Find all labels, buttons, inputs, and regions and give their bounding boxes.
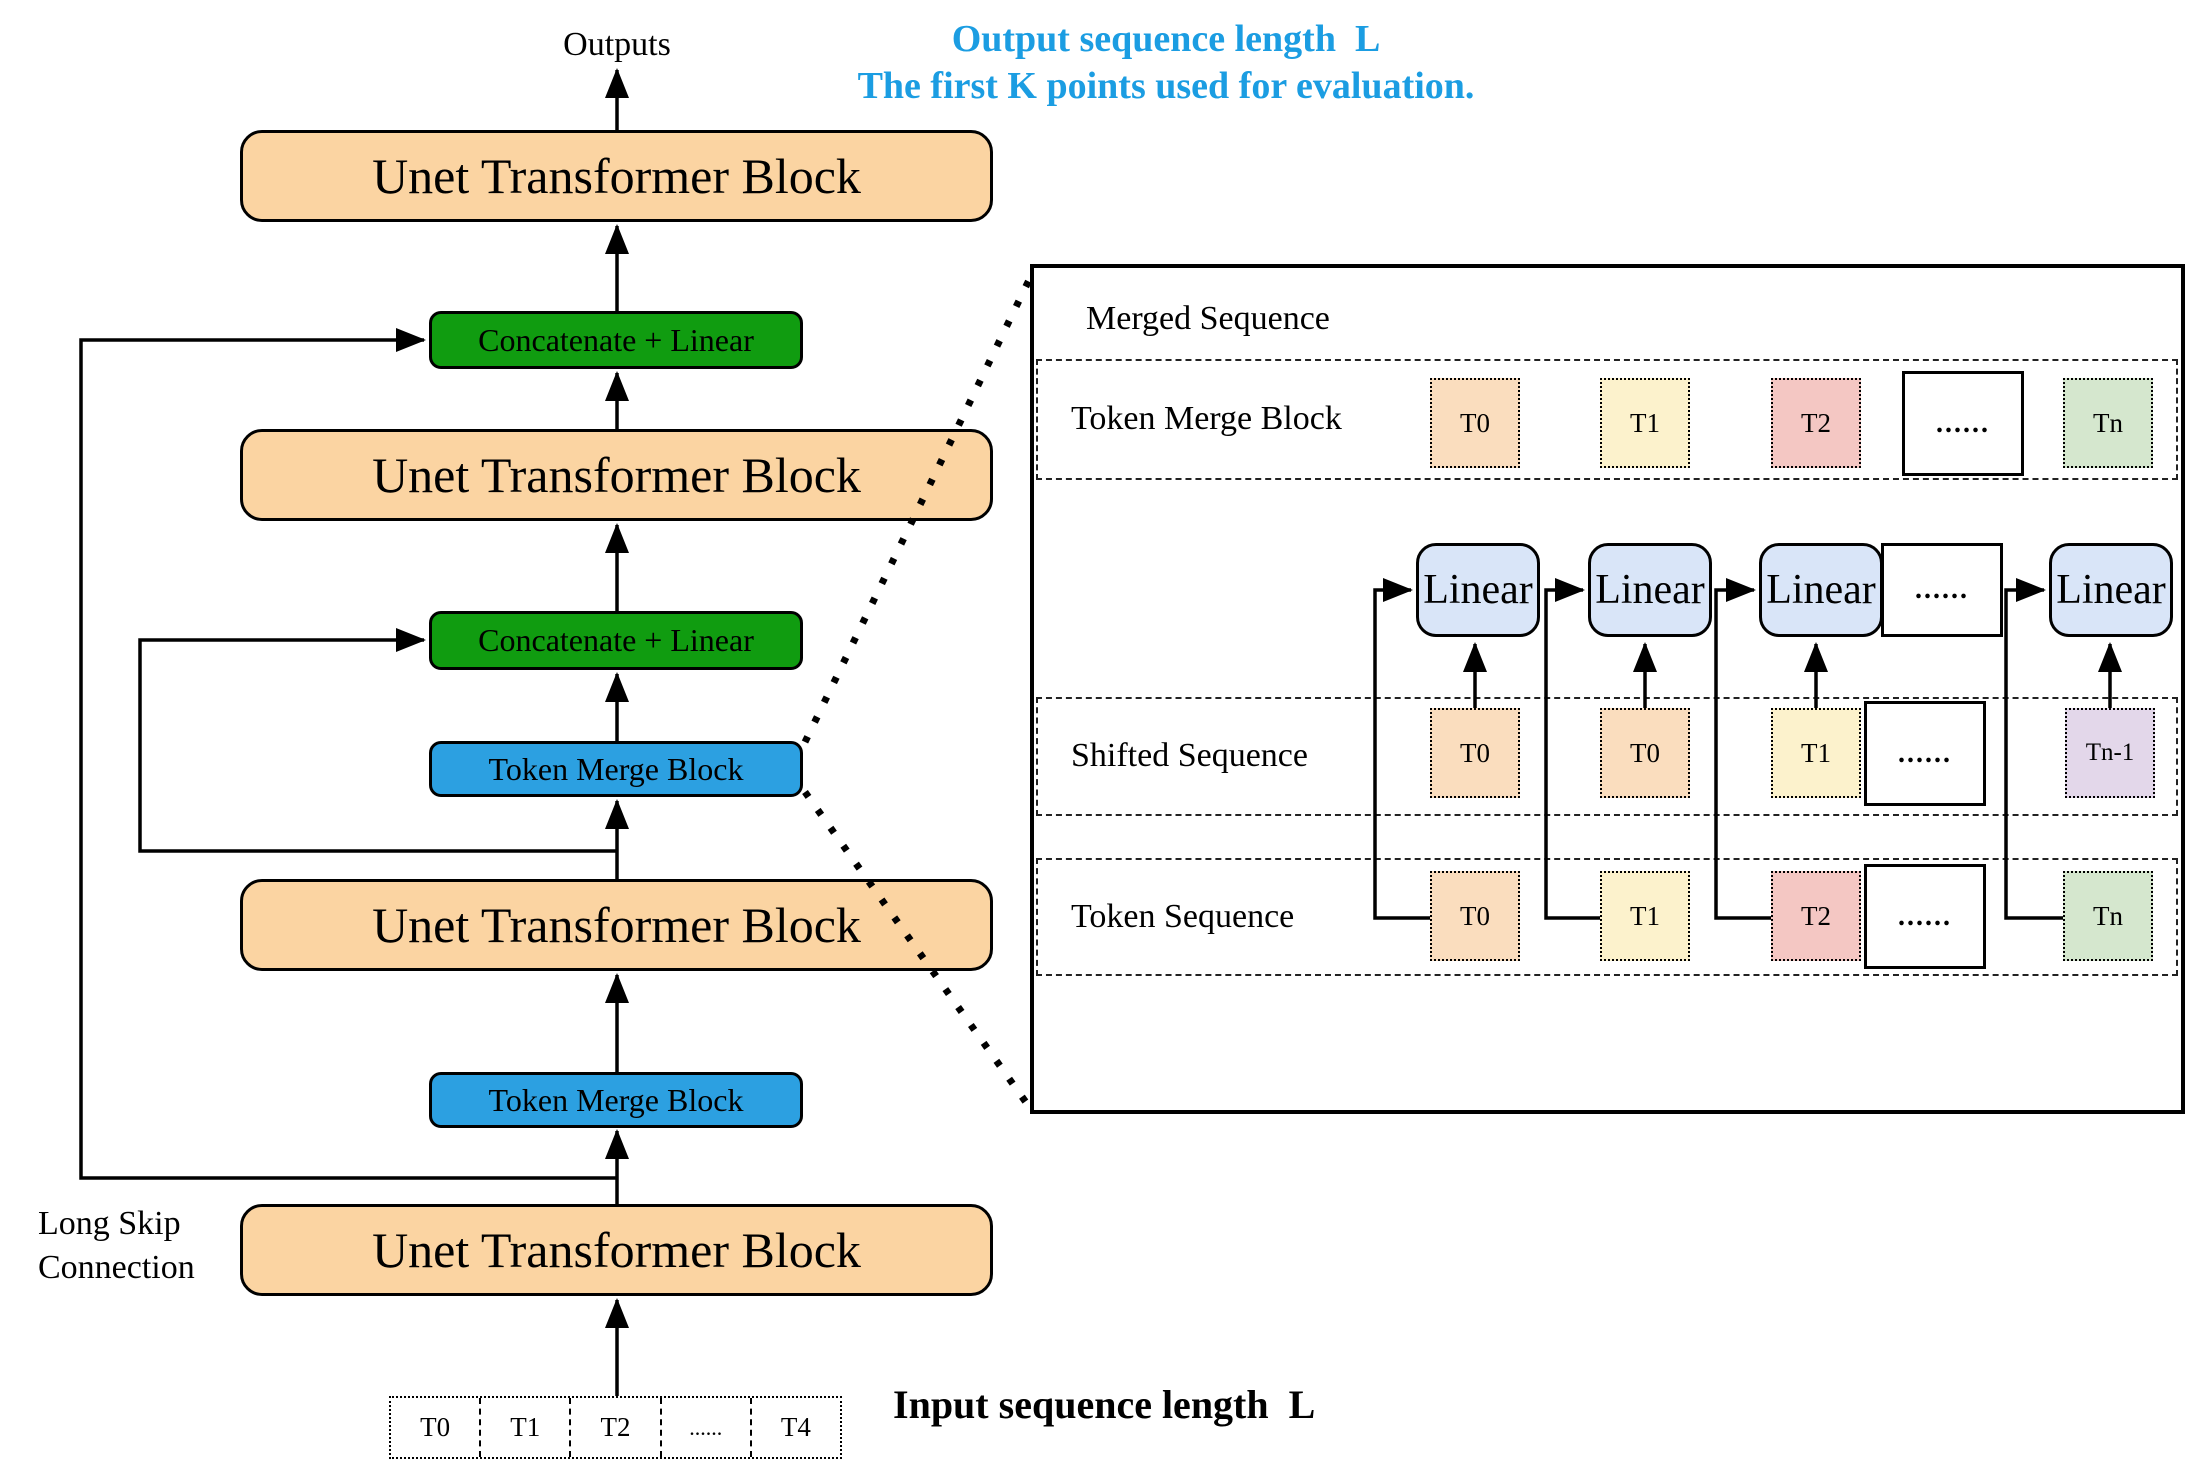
sequence-ellipsis-box: ...... — [1864, 864, 1986, 969]
token-merge-row-label: Token Merge Block — [1071, 400, 1342, 437]
shifted-sequence-row-label: Shifted Sequence — [1071, 737, 1308, 774]
long-skip-label-line-2: Connection — [38, 1249, 195, 1286]
token-merge-block-lower: Token Merge Block — [429, 1072, 803, 1128]
annotation-line-1: Output sequence length L — [951, 18, 1381, 60]
outputs-label: Outputs — [563, 26, 671, 63]
shifted-sequence-row-outline — [1036, 697, 2178, 816]
input-token-t0: T0 — [420, 1412, 451, 1442]
linear-block-4: Linear — [2049, 543, 2173, 637]
input-sequence-box: T0 T1 T2 ...... T4 — [389, 1396, 842, 1459]
input-token-t4: T4 — [749, 1398, 840, 1457]
linear-block-2: Linear — [1588, 543, 1712, 637]
annotation-line-2: The first K points used for evaluation. — [857, 65, 1475, 107]
shifted-ellipsis-box: ...... — [1864, 701, 1986, 806]
input-token-ellipsis: ...... — [659, 1398, 750, 1457]
merged-ellipsis-box: ...... — [1902, 371, 2024, 476]
merged-token-t0: T0 — [1430, 378, 1520, 468]
concatenate-linear-block-2: Concatenate + Linear — [429, 611, 803, 670]
shifted-token-2: T0 — [1600, 708, 1690, 798]
token-merge-block-upper: Token Merge Block — [429, 741, 803, 797]
unet-transformer-block-4: Unet Transformer Block — [240, 130, 993, 222]
sequence-token-t0: T0 — [1430, 871, 1520, 961]
linear-block-3: Linear — [1759, 543, 1883, 637]
concatenate-linear-block-1: Concatenate + Linear — [429, 311, 803, 369]
input-sequence-caption: Input sequence length L — [893, 1382, 1316, 1427]
linear-block-1: Linear — [1416, 543, 1540, 637]
sequence-token-t2: T2 — [1771, 871, 1861, 961]
unet-transformer-block-3: Unet Transformer Block — [240, 429, 993, 521]
merged-token-tn: Tn — [2063, 378, 2153, 468]
long-skip-label-line-1: Long Skip — [38, 1205, 181, 1242]
merged-token-t2: T2 — [1771, 378, 1861, 468]
input-token-t1: T1 — [479, 1398, 569, 1457]
shifted-token-tn1: Tn-1 — [2065, 708, 2155, 798]
sequence-token-tn: Tn — [2063, 871, 2153, 961]
unet-transformer-block-2: Unet Transformer Block — [240, 879, 993, 971]
shifted-token-1: T0 — [1430, 708, 1520, 798]
long-skip-connection-label: Long Skip Connection — [38, 1202, 228, 1290]
input-token-t2: T2 — [569, 1398, 659, 1457]
token-merge-row-outline — [1036, 359, 2178, 480]
token-sequence-row-outline — [1036, 858, 2178, 976]
merged-token-t1: T1 — [1600, 378, 1690, 468]
shifted-token-3: T1 — [1771, 708, 1861, 798]
output-sequence-annotation: Output sequence length L The first K poi… — [810, 16, 1522, 110]
linear-ellipsis-box: ...... — [1881, 543, 2003, 637]
merged-sequence-label: Merged Sequence — [1086, 300, 1330, 337]
token-sequence-row-label: Token Sequence — [1071, 898, 1295, 935]
unet-transformer-block-1: Unet Transformer Block — [240, 1204, 993, 1296]
sequence-token-t1: T1 — [1600, 871, 1690, 961]
